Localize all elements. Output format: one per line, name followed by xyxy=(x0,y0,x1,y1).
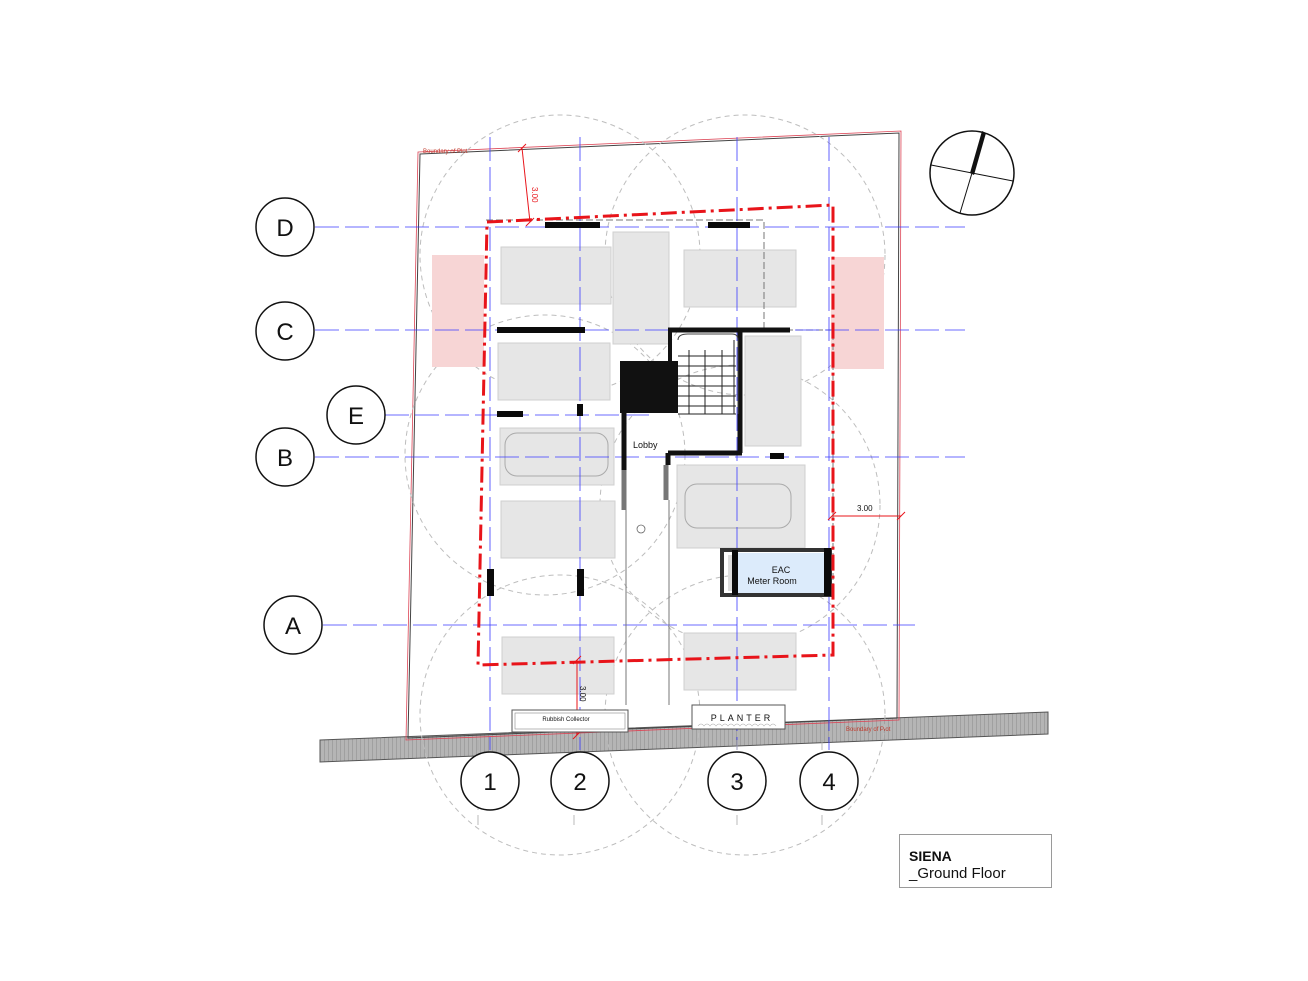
dimension-lines xyxy=(517,143,906,740)
plot-boundary xyxy=(405,130,902,741)
planter-label: PLANTER xyxy=(711,713,774,723)
gridlines xyxy=(315,137,965,750)
grid-bubble-A: A xyxy=(263,595,323,655)
grid-bubble-1: 1 xyxy=(460,751,520,811)
eac-label: EAC xyxy=(772,565,791,575)
project-name: SIENA xyxy=(909,848,952,864)
grid-bubble-D: D xyxy=(255,197,315,257)
setback-line xyxy=(476,203,835,667)
grid-bubble-E: E xyxy=(326,385,386,445)
grid-label-E: E xyxy=(348,403,364,430)
drawing-title: _Ground Floor xyxy=(909,865,1006,882)
stair xyxy=(678,340,736,415)
lobby-label: Lobby xyxy=(633,440,658,450)
grid-bubble-2: 2 xyxy=(550,751,610,811)
grid-label-4: 4 xyxy=(822,769,835,796)
meter-room-label: Meter Room xyxy=(747,576,797,586)
dimension-bottom: 3.00 xyxy=(578,686,587,702)
dimension-right: 3.00 xyxy=(857,504,873,513)
grid-bubble-B: B xyxy=(255,427,315,487)
eac-meter-room xyxy=(720,548,832,597)
north-arrow-icon xyxy=(929,130,1015,216)
grid-label-3: 3 xyxy=(730,769,743,796)
grid-bubble-3: 3 xyxy=(707,751,767,811)
grid-label-C: C xyxy=(276,319,293,346)
grid-label-B: B xyxy=(277,445,293,472)
rubbish-collector xyxy=(511,709,629,733)
columns xyxy=(487,222,784,596)
grid-label-A: A xyxy=(285,613,301,640)
boundary-label-bottom: Boundary of Plot xyxy=(846,727,891,733)
grid-bubble-C: C xyxy=(255,301,315,361)
title-block: SIENA _Ground Floor xyxy=(899,834,1052,888)
grid-label-2: 2 xyxy=(573,769,586,796)
grid-label-D: D xyxy=(276,215,293,242)
boundary-label-top: Boundary of Plot xyxy=(423,149,468,155)
rubbish-label: Rubbish Collector xyxy=(542,717,589,723)
planter xyxy=(691,704,786,730)
entry-marker xyxy=(636,524,646,534)
grid-label-1: 1 xyxy=(483,769,496,796)
grid-bubble-4: 4 xyxy=(799,751,859,811)
core xyxy=(620,327,790,705)
pink-zones xyxy=(432,255,884,369)
car-outlines xyxy=(504,432,792,529)
dimension-top: 3.00 xyxy=(530,187,539,203)
